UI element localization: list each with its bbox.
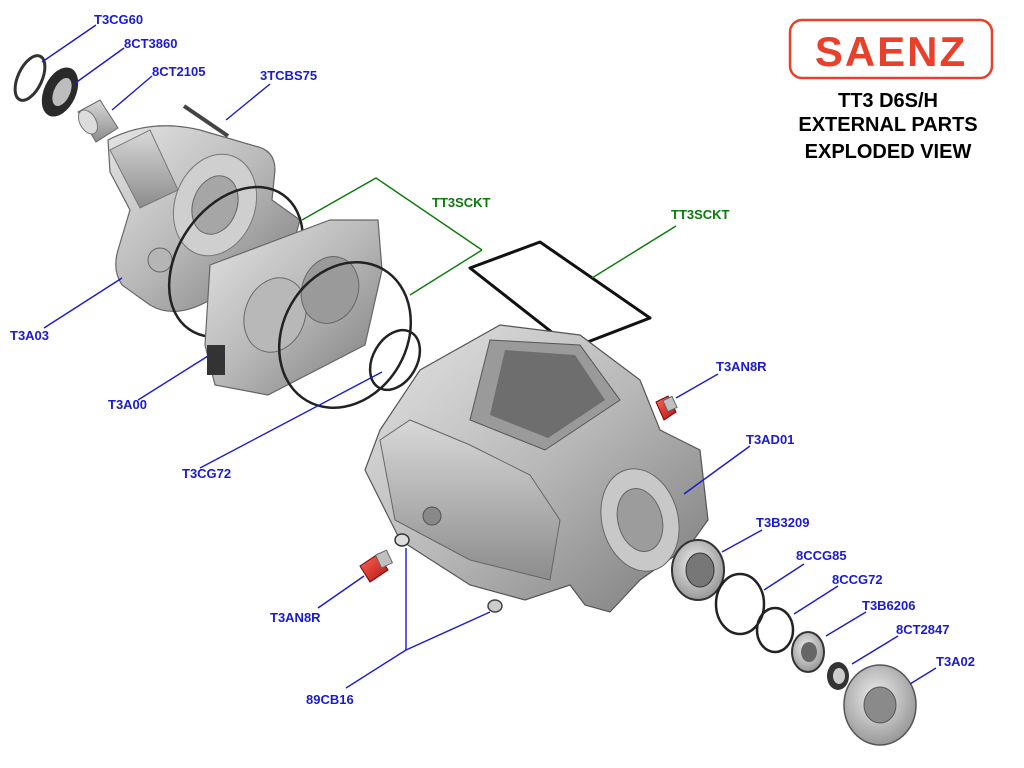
part-bearing-t3b6206 — [791, 631, 825, 673]
label-t3cg60: T3CG60 — [94, 12, 143, 27]
part-snap-ring-t3cg60 — [13, 54, 47, 102]
label-8ct3860: 8CT3860 — [124, 36, 177, 51]
label-t3a03: T3A03 — [10, 328, 49, 343]
title-line-2: EXTERNAL PARTS — [798, 114, 977, 136]
part-snap-ring-8ccg72 — [755, 606, 795, 654]
part-seal-8ct3860 — [41, 67, 79, 117]
part-plug-89cb16 — [394, 533, 503, 613]
part-seal-8ct2847 — [827, 662, 849, 690]
leader-lines — [41, 24, 937, 689]
label-t3an8r-upper: T3AN8R — [716, 359, 767, 374]
label-t3an8r-lower: T3AN8R — [270, 610, 321, 625]
part-fitting-t3an8r-lower — [359, 549, 394, 583]
label-8ct2847: 8CT2847 — [896, 622, 949, 637]
label-t3a00: T3A00 — [108, 397, 147, 412]
saenz-logo: SAENZ — [788, 18, 994, 80]
label-t3b6206: T3B6206 — [862, 598, 915, 613]
label-8ccg85: 8CCG85 — [796, 548, 847, 563]
part-sleeve-8ct2105 — [77, 99, 119, 143]
label-t3ad01: T3AD01 — [746, 432, 794, 447]
title-line-3: EXPLODED VIEW — [805, 141, 972, 163]
part-fitting-t3an8r-upper — [655, 395, 678, 421]
label-t3a02: T3A02 — [936, 654, 975, 669]
label-8ccg72: 8CCG72 — [832, 572, 883, 587]
part-main-case-t3ad01 — [364, 324, 709, 613]
part-front-cover-t3a02 — [843, 664, 917, 746]
part-gasket-tt3sckt — [468, 240, 652, 350]
label-t3cg72: T3CG72 — [182, 466, 231, 481]
part-gear-case-t3a00 — [204, 219, 383, 396]
label-t3b3209: T3B3209 — [756, 515, 809, 530]
label-89cb16: 89CB16 — [306, 692, 354, 707]
part-oring-t3cg72 — [277, 260, 422, 410]
title-line-1: TT3 D6S/H — [838, 90, 938, 112]
logo-text: SAENZ — [815, 28, 967, 75]
part-snap-ring-8ccg85 — [714, 572, 766, 636]
label-8ct2105: 8CT2105 — [152, 64, 205, 79]
label-tt3sckt-left: TT3SCKT — [432, 195, 491, 210]
label-3tcbs75: 3TCBS75 — [260, 68, 317, 83]
label-tt3sckt-right: TT3SCKT — [671, 207, 730, 222]
part-bearing-t3b3209 — [671, 539, 725, 601]
